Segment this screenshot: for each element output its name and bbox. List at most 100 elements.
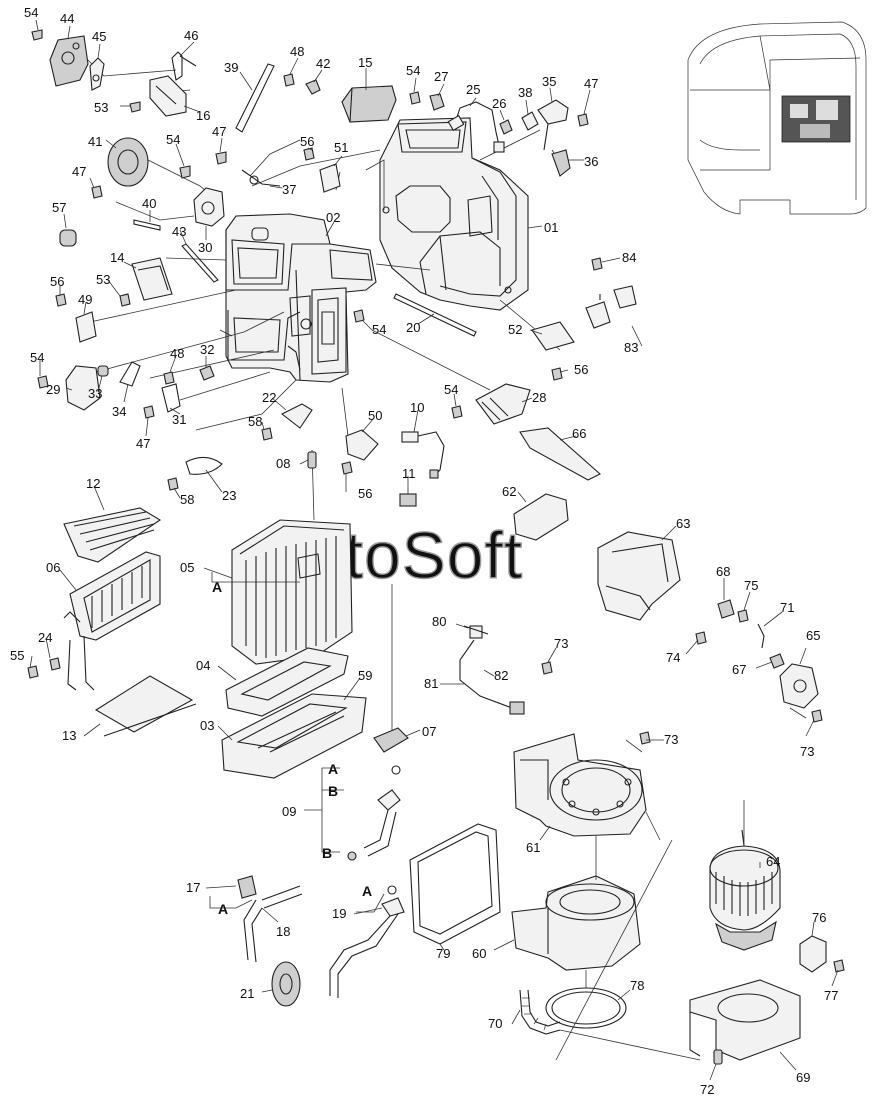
callout-02: 02 bbox=[326, 210, 340, 225]
callout-26: 26 bbox=[492, 96, 506, 111]
band-23 bbox=[185, 456, 223, 475]
link-36 bbox=[551, 149, 571, 177]
callout-34: 34 bbox=[112, 404, 126, 419]
callout-23: 23 bbox=[222, 488, 236, 503]
callout-54: 54 bbox=[30, 350, 44, 365]
arm-34 bbox=[119, 361, 141, 387]
callout-68: 68 bbox=[716, 564, 730, 579]
damper-66 bbox=[519, 427, 601, 481]
callout-20: 20 bbox=[406, 320, 420, 335]
callout-16: 16 bbox=[196, 108, 210, 123]
callout-01: 01 bbox=[544, 220, 558, 235]
link-31 bbox=[161, 383, 181, 413]
callout-12: 12 bbox=[86, 476, 100, 491]
callout-19: 19 bbox=[332, 906, 346, 921]
callout-63: 63 bbox=[676, 516, 690, 531]
callout-59: 59 bbox=[358, 668, 372, 683]
callout-24: 24 bbox=[38, 630, 52, 645]
rod-20 bbox=[393, 293, 477, 337]
pipe-19 bbox=[329, 885, 405, 998]
callout-70: 70 bbox=[488, 1016, 502, 1031]
assembly-lines bbox=[71, 43, 561, 740]
callout-54: 54 bbox=[406, 63, 420, 78]
seal-04 bbox=[225, 647, 349, 717]
callout-56: 56 bbox=[300, 134, 314, 149]
callout-03: 03 bbox=[200, 718, 214, 733]
filter-15 bbox=[341, 85, 397, 123]
callout-11: 11 bbox=[402, 466, 416, 481]
screws bbox=[27, 29, 845, 973]
callout-41: 41 bbox=[88, 134, 102, 149]
callout-37: 37 bbox=[282, 182, 296, 197]
spring-71 bbox=[757, 623, 765, 649]
callout-25: 25 bbox=[466, 82, 480, 97]
link-62 bbox=[513, 493, 569, 541]
fitting-17 bbox=[237, 875, 257, 899]
clip-33 bbox=[97, 365, 109, 377]
hose-ref-brackets bbox=[209, 572, 385, 913]
sensor-22 bbox=[280, 403, 313, 429]
callout-10: 10 bbox=[410, 400, 424, 415]
bolt-72 bbox=[713, 1049, 723, 1065]
rod-39 bbox=[235, 63, 275, 133]
callout-55: 55 bbox=[10, 648, 24, 663]
callout-leaders bbox=[29, 19, 839, 1081]
motor-68 bbox=[717, 599, 735, 619]
actuator-41 bbox=[107, 137, 149, 187]
callout-56: 56 bbox=[50, 274, 64, 289]
bracket-44 bbox=[49, 35, 89, 87]
callout-50: 50 bbox=[368, 408, 382, 423]
callout-39: 39 bbox=[224, 60, 238, 75]
rod-46 bbox=[171, 51, 197, 81]
pipe-09 bbox=[347, 765, 401, 861]
callout-62: 62 bbox=[502, 484, 516, 499]
callout-21: 21 bbox=[240, 986, 254, 1001]
callout-48: 48 bbox=[170, 346, 184, 361]
callout-06: 06 bbox=[46, 560, 60, 575]
drain-pan-03 bbox=[221, 693, 367, 779]
callout-05: 05 bbox=[180, 560, 194, 575]
case-63 bbox=[597, 531, 681, 621]
sensor-27 bbox=[429, 93, 445, 111]
lever-35 bbox=[537, 99, 569, 151]
callout-53: 53 bbox=[94, 100, 108, 115]
clip-32 bbox=[199, 365, 215, 381]
callout-17: 17 bbox=[186, 880, 200, 895]
callout-54: 54 bbox=[24, 5, 38, 20]
callout-52: 52 bbox=[508, 322, 522, 337]
callout-53: 53 bbox=[96, 272, 110, 287]
bracket-52 bbox=[531, 321, 575, 351]
ref-a-05: A bbox=[212, 579, 222, 595]
rod-40 bbox=[133, 219, 161, 231]
callout-73: 73 bbox=[664, 732, 678, 747]
callout-30: 30 bbox=[198, 240, 212, 255]
valve-07 bbox=[373, 727, 409, 753]
drain-hose-70 bbox=[519, 989, 561, 1035]
callout-57: 57 bbox=[52, 200, 66, 215]
pipe-18 bbox=[243, 885, 303, 963]
callout-27: 27 bbox=[434, 69, 448, 84]
callout-73: 73 bbox=[554, 636, 568, 651]
damper-28 bbox=[475, 383, 531, 425]
callout-76: 76 bbox=[812, 910, 826, 925]
callout-65: 65 bbox=[806, 628, 820, 643]
callout-73: 73 bbox=[800, 744, 814, 759]
callout-58: 58 bbox=[248, 414, 262, 429]
link-45 bbox=[89, 57, 105, 91]
ref-b-09-lower: B bbox=[322, 845, 332, 861]
callout-29: 29 bbox=[46, 382, 60, 397]
callout-56: 56 bbox=[358, 486, 372, 501]
callout-07: 07 bbox=[422, 724, 436, 739]
callout-33: 33 bbox=[88, 386, 102, 401]
callout-75: 75 bbox=[744, 578, 758, 593]
bolt-08 bbox=[307, 451, 317, 469]
clip-26 bbox=[499, 119, 513, 135]
callout-45: 45 bbox=[92, 29, 106, 44]
callout-71: 71 bbox=[780, 600, 794, 615]
callout-56: 56 bbox=[574, 362, 588, 377]
unit-case-01 bbox=[379, 117, 529, 311]
callout-22: 22 bbox=[262, 390, 276, 405]
callout-54: 54 bbox=[372, 322, 386, 337]
clip-38 bbox=[521, 111, 539, 131]
